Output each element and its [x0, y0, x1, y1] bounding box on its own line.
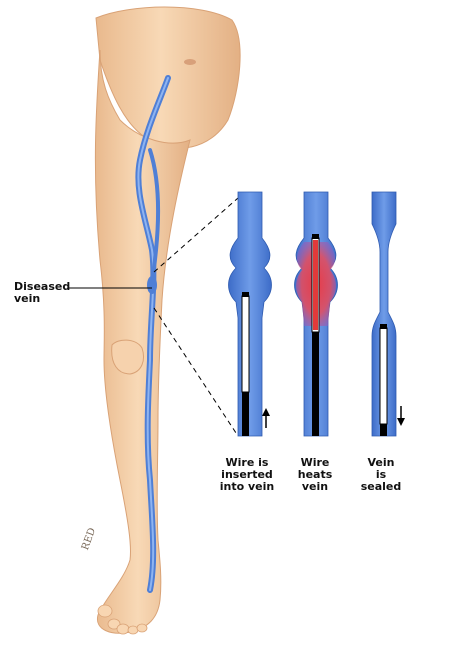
- wire-2-tip: [312, 234, 319, 239]
- step1-caption-line2: inserted: [221, 468, 273, 481]
- step3-caption-line3: sealed: [360, 480, 402, 493]
- wire-1-tip: [242, 292, 249, 297]
- step1-caption-line1: Wire is: [225, 456, 269, 469]
- panel-wire-inserted: [228, 191, 272, 437]
- step2-caption-line2: heats: [297, 468, 333, 481]
- zoom-line-top: [153, 197, 239, 273]
- wire-3-white: [379, 327, 388, 425]
- arrow-down-icon: [397, 406, 405, 426]
- vein-1: [228, 191, 272, 437]
- step3-caption-line2: is: [375, 468, 387, 481]
- wire-3-black: [380, 424, 387, 436]
- knee: [111, 339, 144, 375]
- vein-3: [371, 191, 397, 437]
- diseased-segment: [147, 276, 157, 294]
- wire-1-black: [242, 392, 249, 436]
- diseased-label-line2: vein: [14, 292, 41, 305]
- diseased-label-line1: Diseased: [14, 280, 71, 293]
- step2-caption-line1: Wire: [300, 456, 330, 469]
- step3-caption: Vein is sealed: [356, 457, 406, 493]
- step3-caption-line1: Vein: [367, 456, 395, 469]
- zoom-line-bottom: [153, 307, 239, 437]
- wire-3-tip: [380, 324, 387, 329]
- step1-caption-line3: into vein: [219, 480, 275, 493]
- leg-vein-highlight: [137, 77, 169, 591]
- wire-1-white: [241, 295, 250, 393]
- leg-illustration: [94, 6, 241, 635]
- panel-wire-heats: [294, 191, 338, 437]
- navel: [184, 59, 196, 65]
- wire-2-heating: [313, 240, 318, 330]
- arrow-up-icon: [262, 408, 270, 428]
- step2-caption-line3: vein: [301, 480, 329, 493]
- step2-caption: Wire heats vein: [290, 457, 340, 493]
- step1-caption: Wire is inserted into vein: [216, 457, 278, 493]
- wire-2-black: [312, 332, 319, 436]
- toes: [97, 604, 148, 635]
- panel-vein-sealed: [371, 191, 405, 437]
- diseased-vein-label: Diseased vein: [14, 281, 74, 305]
